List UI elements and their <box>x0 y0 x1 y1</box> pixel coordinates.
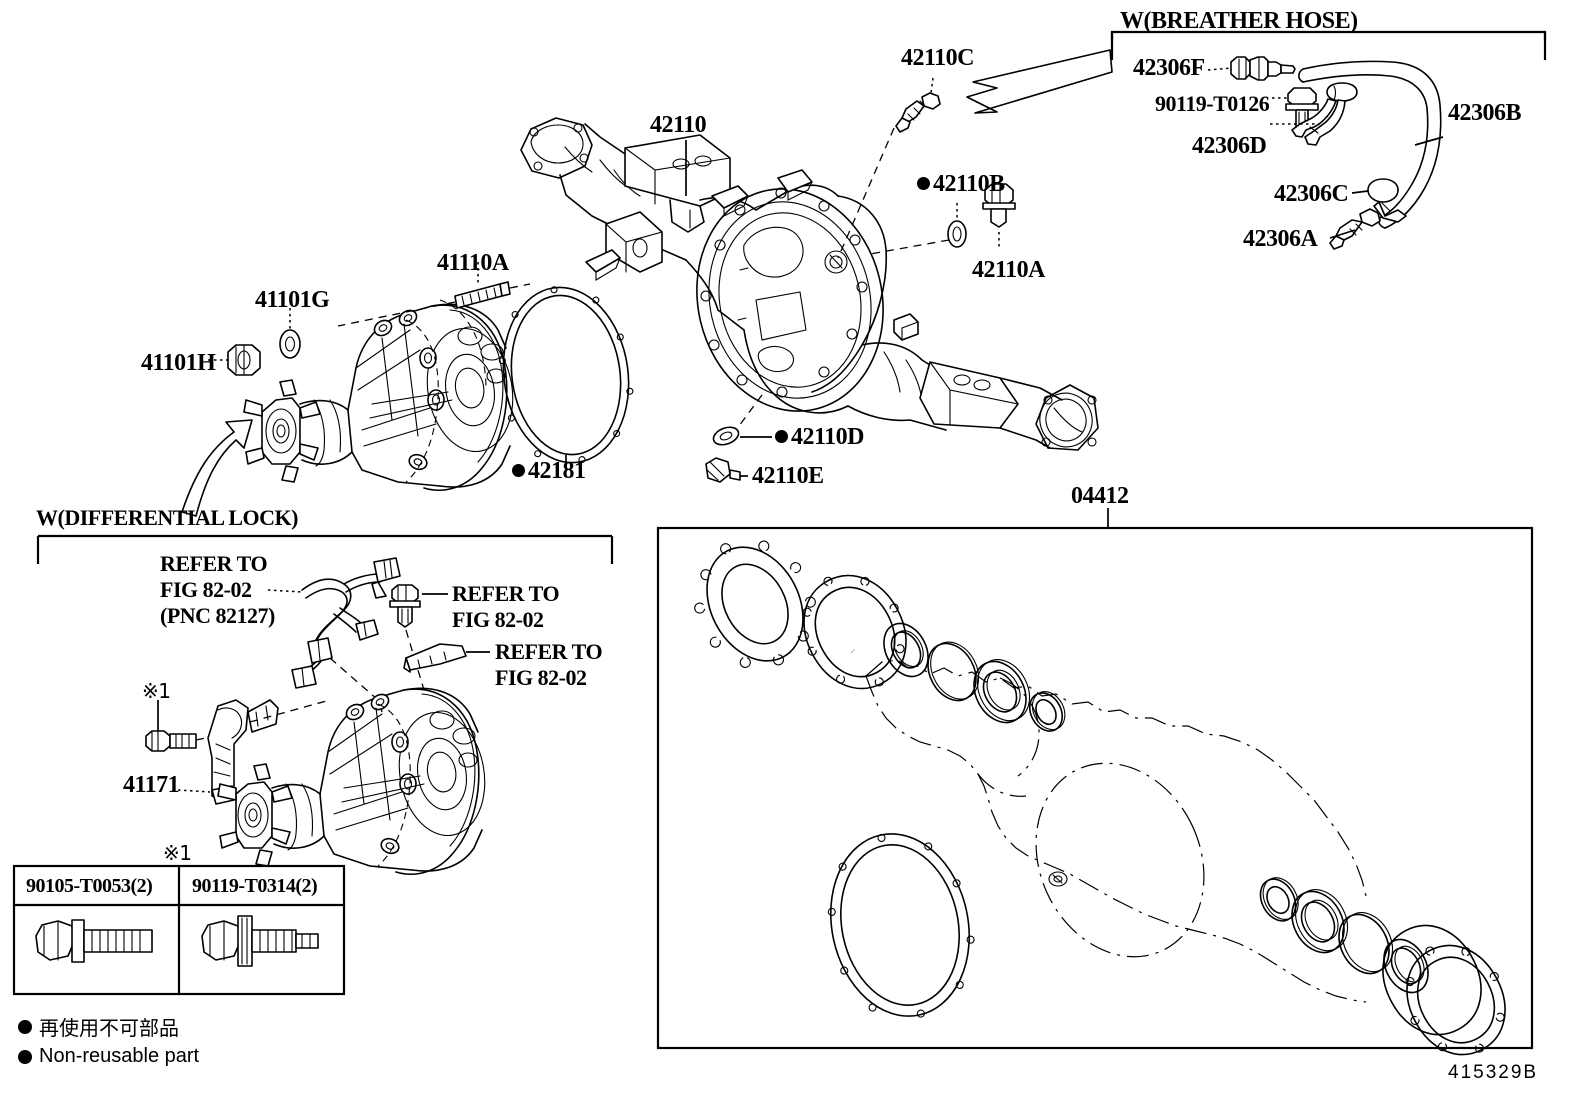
label-42110d: 42110D <box>775 424 865 451</box>
refer-note-2-line2: FIG 82-02 <box>452 607 544 632</box>
refer-note-1-line2: FIG 82-02 <box>160 577 252 602</box>
diagram-code: 415329B <box>1448 1062 1539 1083</box>
refer-note-3-line2: FIG 82-02 <box>495 665 587 690</box>
label-41101g: 41101G <box>255 287 330 313</box>
label-42110a: 42110A <box>972 257 1046 283</box>
label-42110b-text: 42110B <box>933 171 1005 197</box>
label-42306d: 42306D <box>1192 133 1267 159</box>
legend: 再使用不可部品 Non-reusable part <box>18 1012 199 1072</box>
group-title-breather-hose: W(BREATHER HOSE) <box>1120 8 1358 34</box>
label-41110a: 41110A <box>437 250 509 276</box>
note-mark-2: ※1 <box>163 841 192 865</box>
label-42110e: 42110E <box>752 463 824 489</box>
non-reusable-dot-icon <box>917 176 930 190</box>
non-reusable-dot-icon <box>775 429 788 443</box>
refer-note-1-line3: (PNC 82127) <box>160 603 275 628</box>
label-90119-t0126: 90119-T0126 <box>1155 91 1270 116</box>
label-42181-text: 42181 <box>528 458 586 484</box>
label-42306c: 42306C <box>1274 181 1349 207</box>
refer-note-2-line1: REFER TO <box>452 581 560 606</box>
label-42181: 42181 <box>512 458 586 485</box>
label-42306b: 42306B <box>1448 100 1522 126</box>
label-42306f: 42306F <box>1133 55 1205 81</box>
bolt-table-header-2: 90119-T0314(2) <box>192 875 318 897</box>
note-mark-1: ※1 <box>142 679 171 703</box>
label-42110d-text: 42110D <box>791 424 865 450</box>
label-42110: 42110 <box>650 112 707 138</box>
label-42110c: 42110C <box>901 45 975 71</box>
legend-row-japanese: 再使用不可部品 <box>18 1012 199 1041</box>
non-reusable-dot-icon <box>18 1049 32 1064</box>
legend-english-text: Non-reusable part <box>39 1045 200 1067</box>
group-title-differential-lock: W(DIFFERENTIAL LOCK) <box>36 505 298 530</box>
label-41101h: 41101H <box>141 350 216 376</box>
non-reusable-dot-icon <box>18 1019 32 1034</box>
label-42110b: 42110B <box>917 171 1005 198</box>
bolt-table-header-1: 90105-T0053(2) <box>26 875 153 897</box>
label-41171: 41171 <box>123 772 180 798</box>
label-04412: 04412 <box>1071 483 1129 509</box>
non-reusable-dot-icon <box>512 463 525 477</box>
refer-note-1-line1: REFER TO <box>160 551 268 576</box>
label-42306a: 42306A <box>1243 226 1318 252</box>
legend-row-english: Non-reusable part <box>18 1045 199 1068</box>
refer-note-3-line1: REFER TO <box>495 639 603 664</box>
legend-japanese-text: 再使用不可部品 <box>39 1016 179 1040</box>
